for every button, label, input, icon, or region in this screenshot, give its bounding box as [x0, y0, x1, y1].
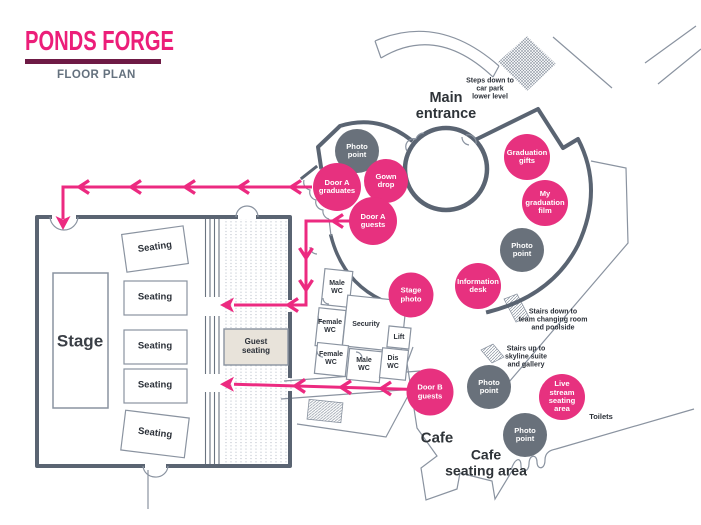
guest-seating-area: [223, 328, 289, 366]
station-photo-point: Photo point: [500, 228, 544, 272]
routes: [55, 179, 432, 397]
label-female-wc: Female WC: [318, 351, 344, 366]
station-gown-drop: Gown drop: [364, 159, 408, 203]
page-title: PONDS FORGE: [25, 25, 174, 56]
wc-block: [309, 246, 412, 384]
entrance-walls: [299, 107, 593, 315]
label-seating: Seating: [137, 291, 173, 303]
station-information-desk: Information desk: [455, 263, 501, 309]
label-stairs-team: Stairs down to team changing room and po…: [518, 308, 588, 331]
route-door-b-guests: [233, 382, 432, 392]
label-male-wc: Male WC: [329, 280, 345, 295]
label-main-entrance: Main entrance: [415, 89, 477, 122]
label-lift: Lift: [393, 334, 405, 342]
label-dis-wc: Dis WC: [387, 355, 399, 370]
stairs-team-hatch: [503, 293, 530, 323]
label-stairs-skyline: Stairs up to skyline suite and gallery: [504, 345, 548, 368]
station-photo-point: Photo point: [467, 365, 511, 409]
station-door-a-guests: Door A guests: [349, 197, 397, 245]
route-door-a-guests: [234, 219, 374, 307]
seating-block: [123, 368, 188, 404]
label-stage: Stage: [56, 331, 104, 351]
corridor-stairs-hatch: [306, 398, 344, 424]
title-underline: [25, 59, 161, 64]
station-stage-photo: Stage photo: [388, 272, 434, 318]
stage-area: [52, 272, 109, 409]
station-my-graduation-film: My graduation film: [522, 180, 568, 226]
station-door-b-guests: Door B guests: [406, 368, 454, 416]
label-male-wc: Male WC: [356, 357, 372, 372]
label-guest-seating: Guest seating: [241, 337, 271, 355]
station-live-stream-seating: Live stream seating area: [539, 374, 585, 420]
stairs-skyline-hatch: [480, 343, 505, 364]
station-graduation-gifts: Graduation gifts: [504, 134, 550, 180]
route-graduates: [61, 185, 312, 219]
label-female-wc: Female WC: [317, 319, 343, 334]
label-cafe-seating-area: Cafe seating area: [445, 446, 527, 478]
label-seating: Seating: [137, 379, 173, 391]
car-park-steps-hatch: [498, 36, 556, 91]
label-seating: Seating: [137, 340, 173, 352]
station-photo-point: Photo point: [503, 413, 547, 457]
seating-block: [120, 409, 190, 459]
label-toilets: Toilets: [589, 411, 613, 421]
label-steps-car-park: Steps down to car park lower level: [466, 77, 514, 100]
station-door-a-graduates: Door A graduates: [313, 163, 361, 211]
hall-walls: [35, 205, 292, 478]
label-security: Security: [352, 321, 380, 329]
seating-block: [123, 329, 188, 365]
seating-block: [123, 280, 188, 316]
rotunda: [402, 125, 490, 213]
label-cafe: Cafe: [420, 429, 454, 447]
page-subtitle: FLOOR PLAN: [57, 69, 136, 81]
seating-block: [120, 225, 190, 273]
hall-furniture: [52, 225, 289, 459]
